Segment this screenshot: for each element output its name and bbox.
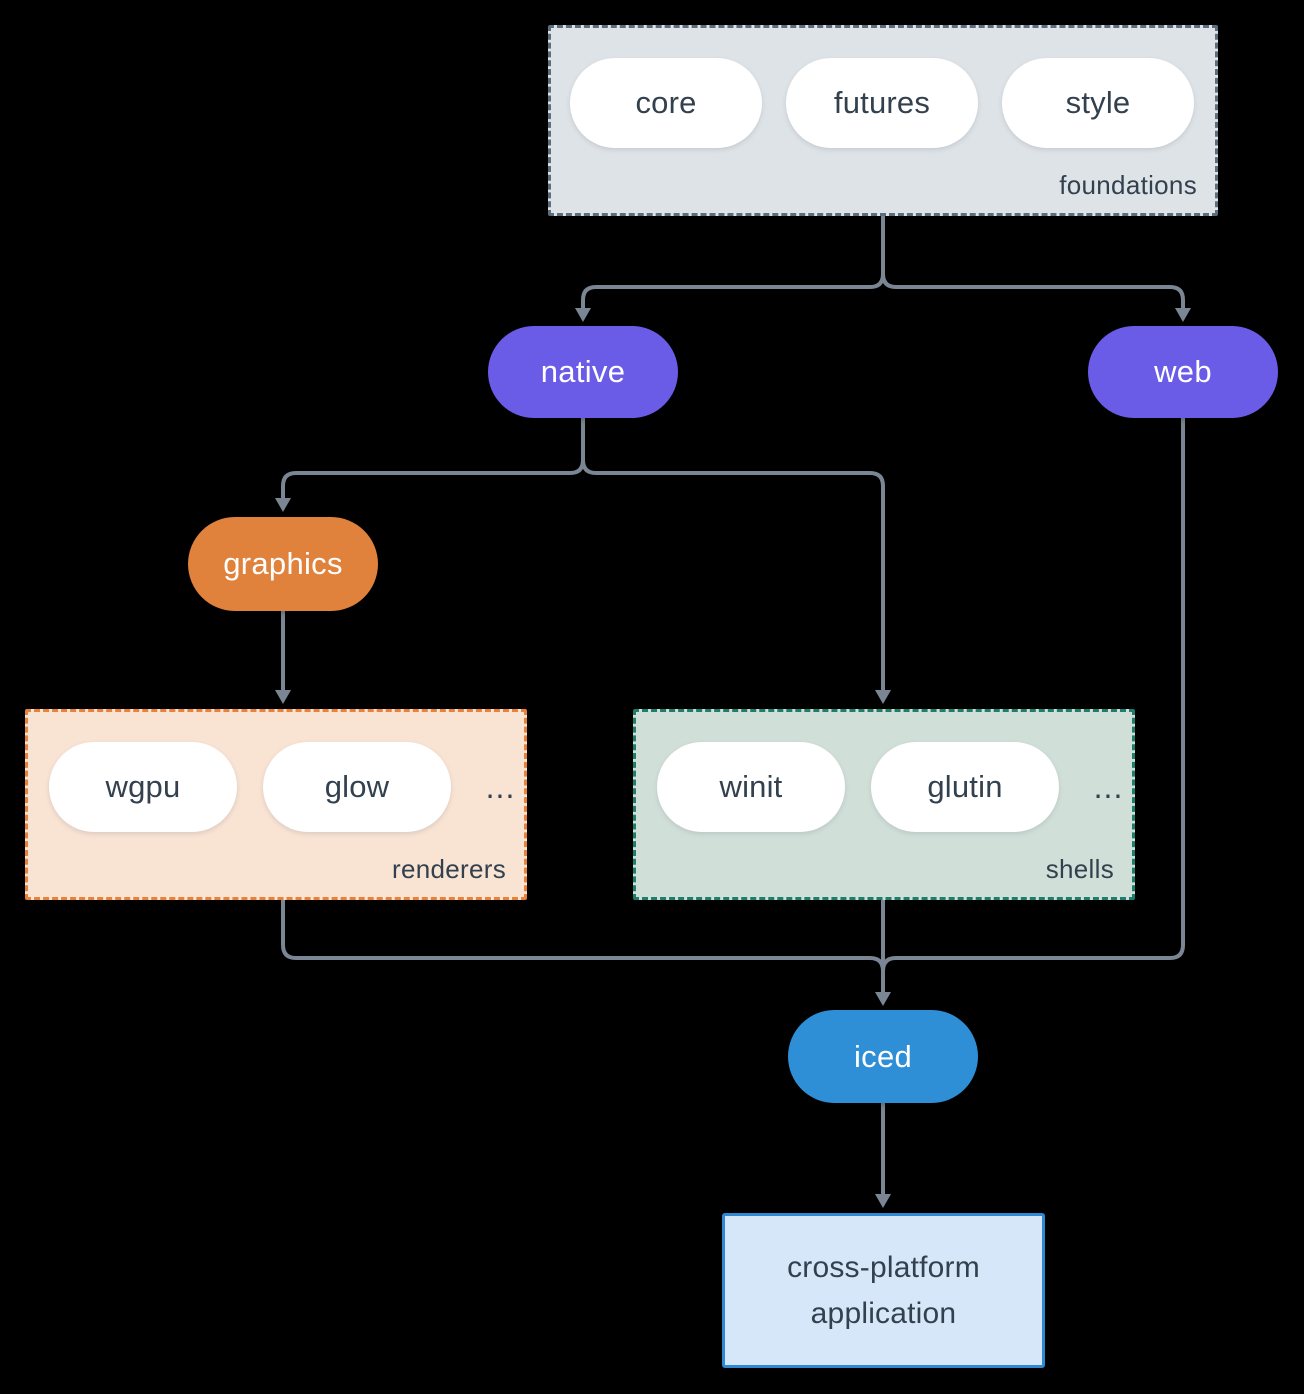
shells-group: winit glutin ... shells [633, 709, 1135, 900]
node-web: web [1088, 326, 1278, 418]
edge-native-to-graphics [281, 418, 585, 498]
renderers-group-label: renderers [392, 854, 506, 884]
foundations-items: core futures style [551, 28, 1215, 148]
node-glutin-label: glutin [927, 769, 1003, 804]
arrowhead-renderers [275, 690, 291, 704]
node-glow-label: glow [324, 769, 390, 804]
renderers-items: wgpu glow ... [28, 712, 524, 832]
node-futures-label: futures [833, 85, 931, 120]
arrowhead-web [1175, 308, 1191, 322]
shells-group-label: shells [1045, 854, 1114, 884]
arrowhead-graphics [275, 498, 291, 512]
arrowhead-shells [875, 690, 891, 704]
arrowhead-native [575, 308, 591, 322]
node-glow: glow [263, 742, 451, 832]
node-core: core [570, 58, 762, 148]
node-graphics-label: graphics [223, 546, 343, 581]
node-native: native [488, 326, 678, 418]
node-wgpu-label: wgpu [105, 769, 181, 804]
renderers-group: wgpu glow ... renderers [25, 709, 527, 900]
node-graphics: graphics [188, 517, 378, 611]
edge-native-to-shells [581, 418, 885, 690]
cross-platform-application-box: cross-platform application [722, 1213, 1045, 1368]
node-style: style [1002, 58, 1194, 148]
foundations-group-label: foundations [1059, 170, 1197, 200]
renderers-ellipsis: ... [485, 768, 516, 805]
node-style-label: style [1065, 85, 1131, 120]
node-winit: winit [657, 742, 845, 832]
edge-foundations-to-native [581, 216, 885, 309]
foundations-group: core futures style foundations [548, 25, 1218, 216]
node-wgpu: wgpu [49, 742, 237, 832]
node-native-label: native [540, 354, 626, 389]
node-winit-label: winit [719, 769, 783, 804]
edge-foundations-to-web [881, 216, 1185, 309]
arrowhead-app [875, 1194, 891, 1208]
arrowhead-iced [875, 992, 891, 1006]
node-iced-label: iced [853, 1038, 913, 1074]
shells-ellipsis: ... [1093, 768, 1124, 805]
node-glutin: glutin [871, 742, 1059, 832]
shells-items: winit glutin ... [636, 712, 1132, 832]
app-label-line1: cross-platform [787, 1250, 980, 1284]
node-core-label: core [635, 85, 697, 120]
edge-renderers-to-merge [281, 900, 885, 972]
node-web-label: web [1154, 354, 1212, 389]
node-iced: iced [788, 1010, 978, 1103]
app-label-line2: application [810, 1296, 957, 1330]
node-futures: futures [786, 58, 978, 148]
